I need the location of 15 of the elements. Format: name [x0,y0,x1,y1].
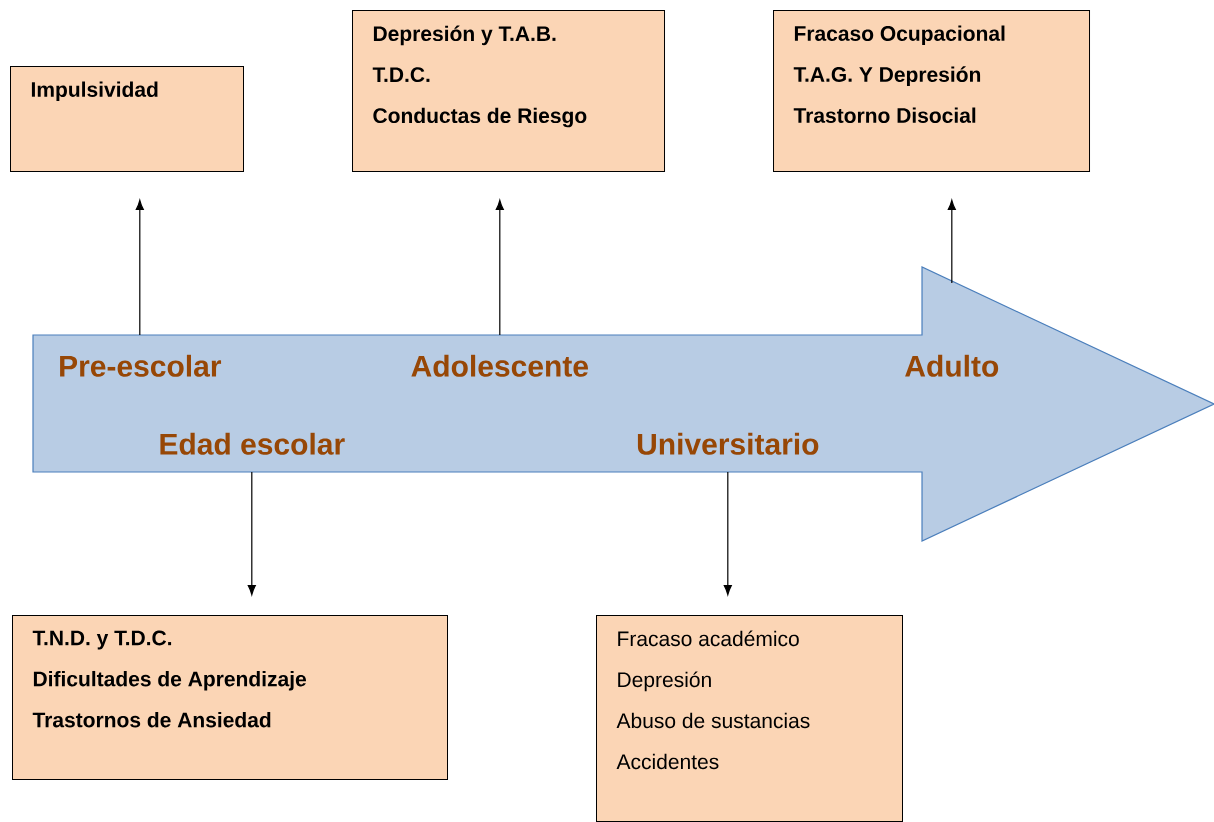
arrow [135,199,144,336]
arrow [495,199,504,336]
stage-label: Adulto [905,354,999,377]
text-box: T.N.D. y T.D.C. Dificultades de Aprendizaje Trastornos de Ansiedad [12,615,448,780]
stage-label: Adolescente [411,354,588,377]
text-box: Depresión y T.A.B. T.D.C. Conductas de Riesgo [352,10,665,172]
text-box: Fracaso académico Depresión Abuso de sustancias Accidentes [596,615,903,822]
timeline-arrow [32,266,1214,542]
stage-label: Edad escolar [160,432,345,455]
arrow [247,471,256,596]
stage-label: Pre-escolar [60,354,222,377]
text-box: Fracaso Ocupacional T.A.G. Y Depresión Trastorno Disocial [773,10,1090,172]
text-box: Impulsividad [10,66,244,172]
arrow [723,471,732,596]
stage-label: Universitario [637,432,819,455]
